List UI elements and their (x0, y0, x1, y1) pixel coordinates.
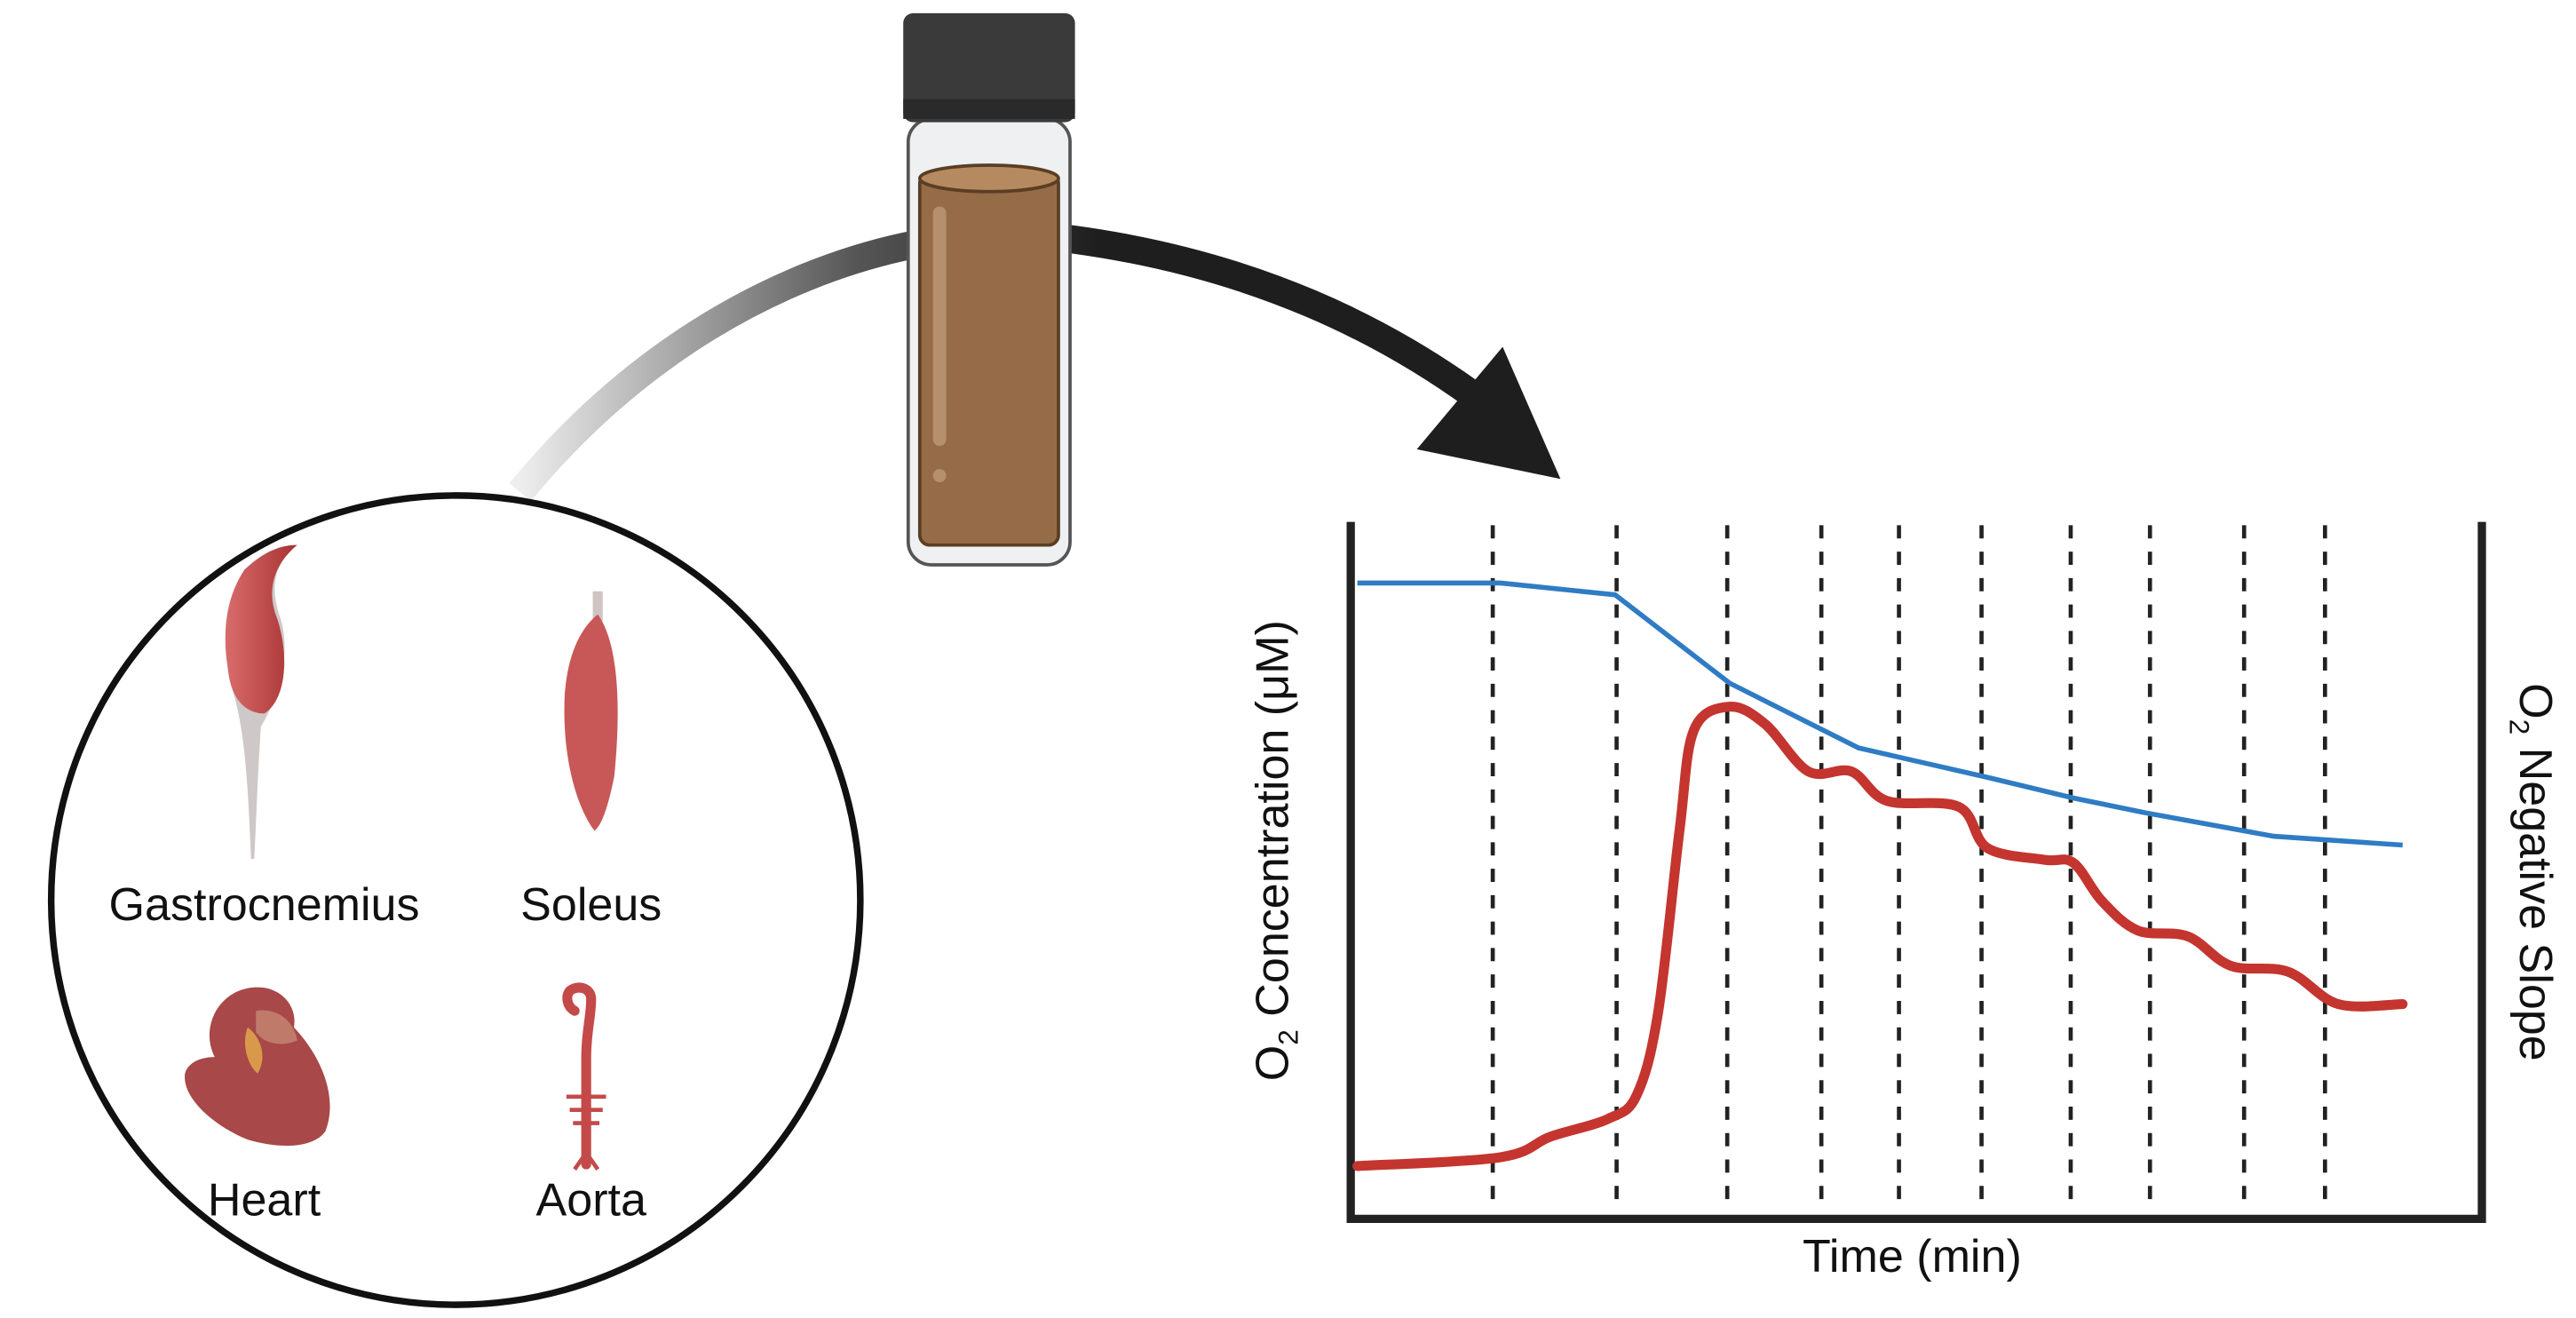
y2-axis-label: O2 Negative Slope (2504, 683, 2561, 1061)
y2-axis-label-sub: 2 (2504, 719, 2536, 735)
series-o2-concentration-line (1357, 580, 2403, 848)
aorta-icon (562, 982, 606, 1171)
y-axis-label-rest: Concentration (μM) (1248, 620, 1299, 1029)
series-o2-negative-slope-line (1352, 702, 2408, 1171)
y-axis-label: O2 Concentration (μM) (1248, 620, 1304, 1081)
heart-icon (185, 987, 330, 1147)
event-markers (1490, 525, 2327, 1200)
tissue-label-soleus: Soleus (520, 879, 662, 931)
oxygen-chart: Time (min) O2 Concentration (μM) O2 Nega… (1248, 521, 2561, 1282)
soleus-muscle-icon (564, 591, 618, 831)
y-axis-left (1346, 521, 2486, 1224)
gastrocnemius-muscle-icon (225, 544, 297, 860)
tissue-panel: Gastrocnemius Soleus Heart Aorta (47, 492, 864, 1308)
y2-axis-label-o: O (2509, 683, 2561, 719)
sample-vial-icon (903, 12, 1075, 567)
arrowhead-icon (1416, 346, 1561, 480)
tissue-label-aorta: Aorta (536, 1175, 646, 1227)
tissue-label-heart: Heart (208, 1175, 321, 1227)
y-axis-label-sub: 2 (1272, 1029, 1304, 1045)
y-axis-label-o: O (1248, 1045, 1299, 1081)
tissue-label-gastrocnemius: Gastrocnemius (109, 879, 420, 931)
y2-axis-label-rest: Negative Slope (2509, 734, 2561, 1060)
x-axis-label: Time (min) (1803, 1231, 2022, 1282)
